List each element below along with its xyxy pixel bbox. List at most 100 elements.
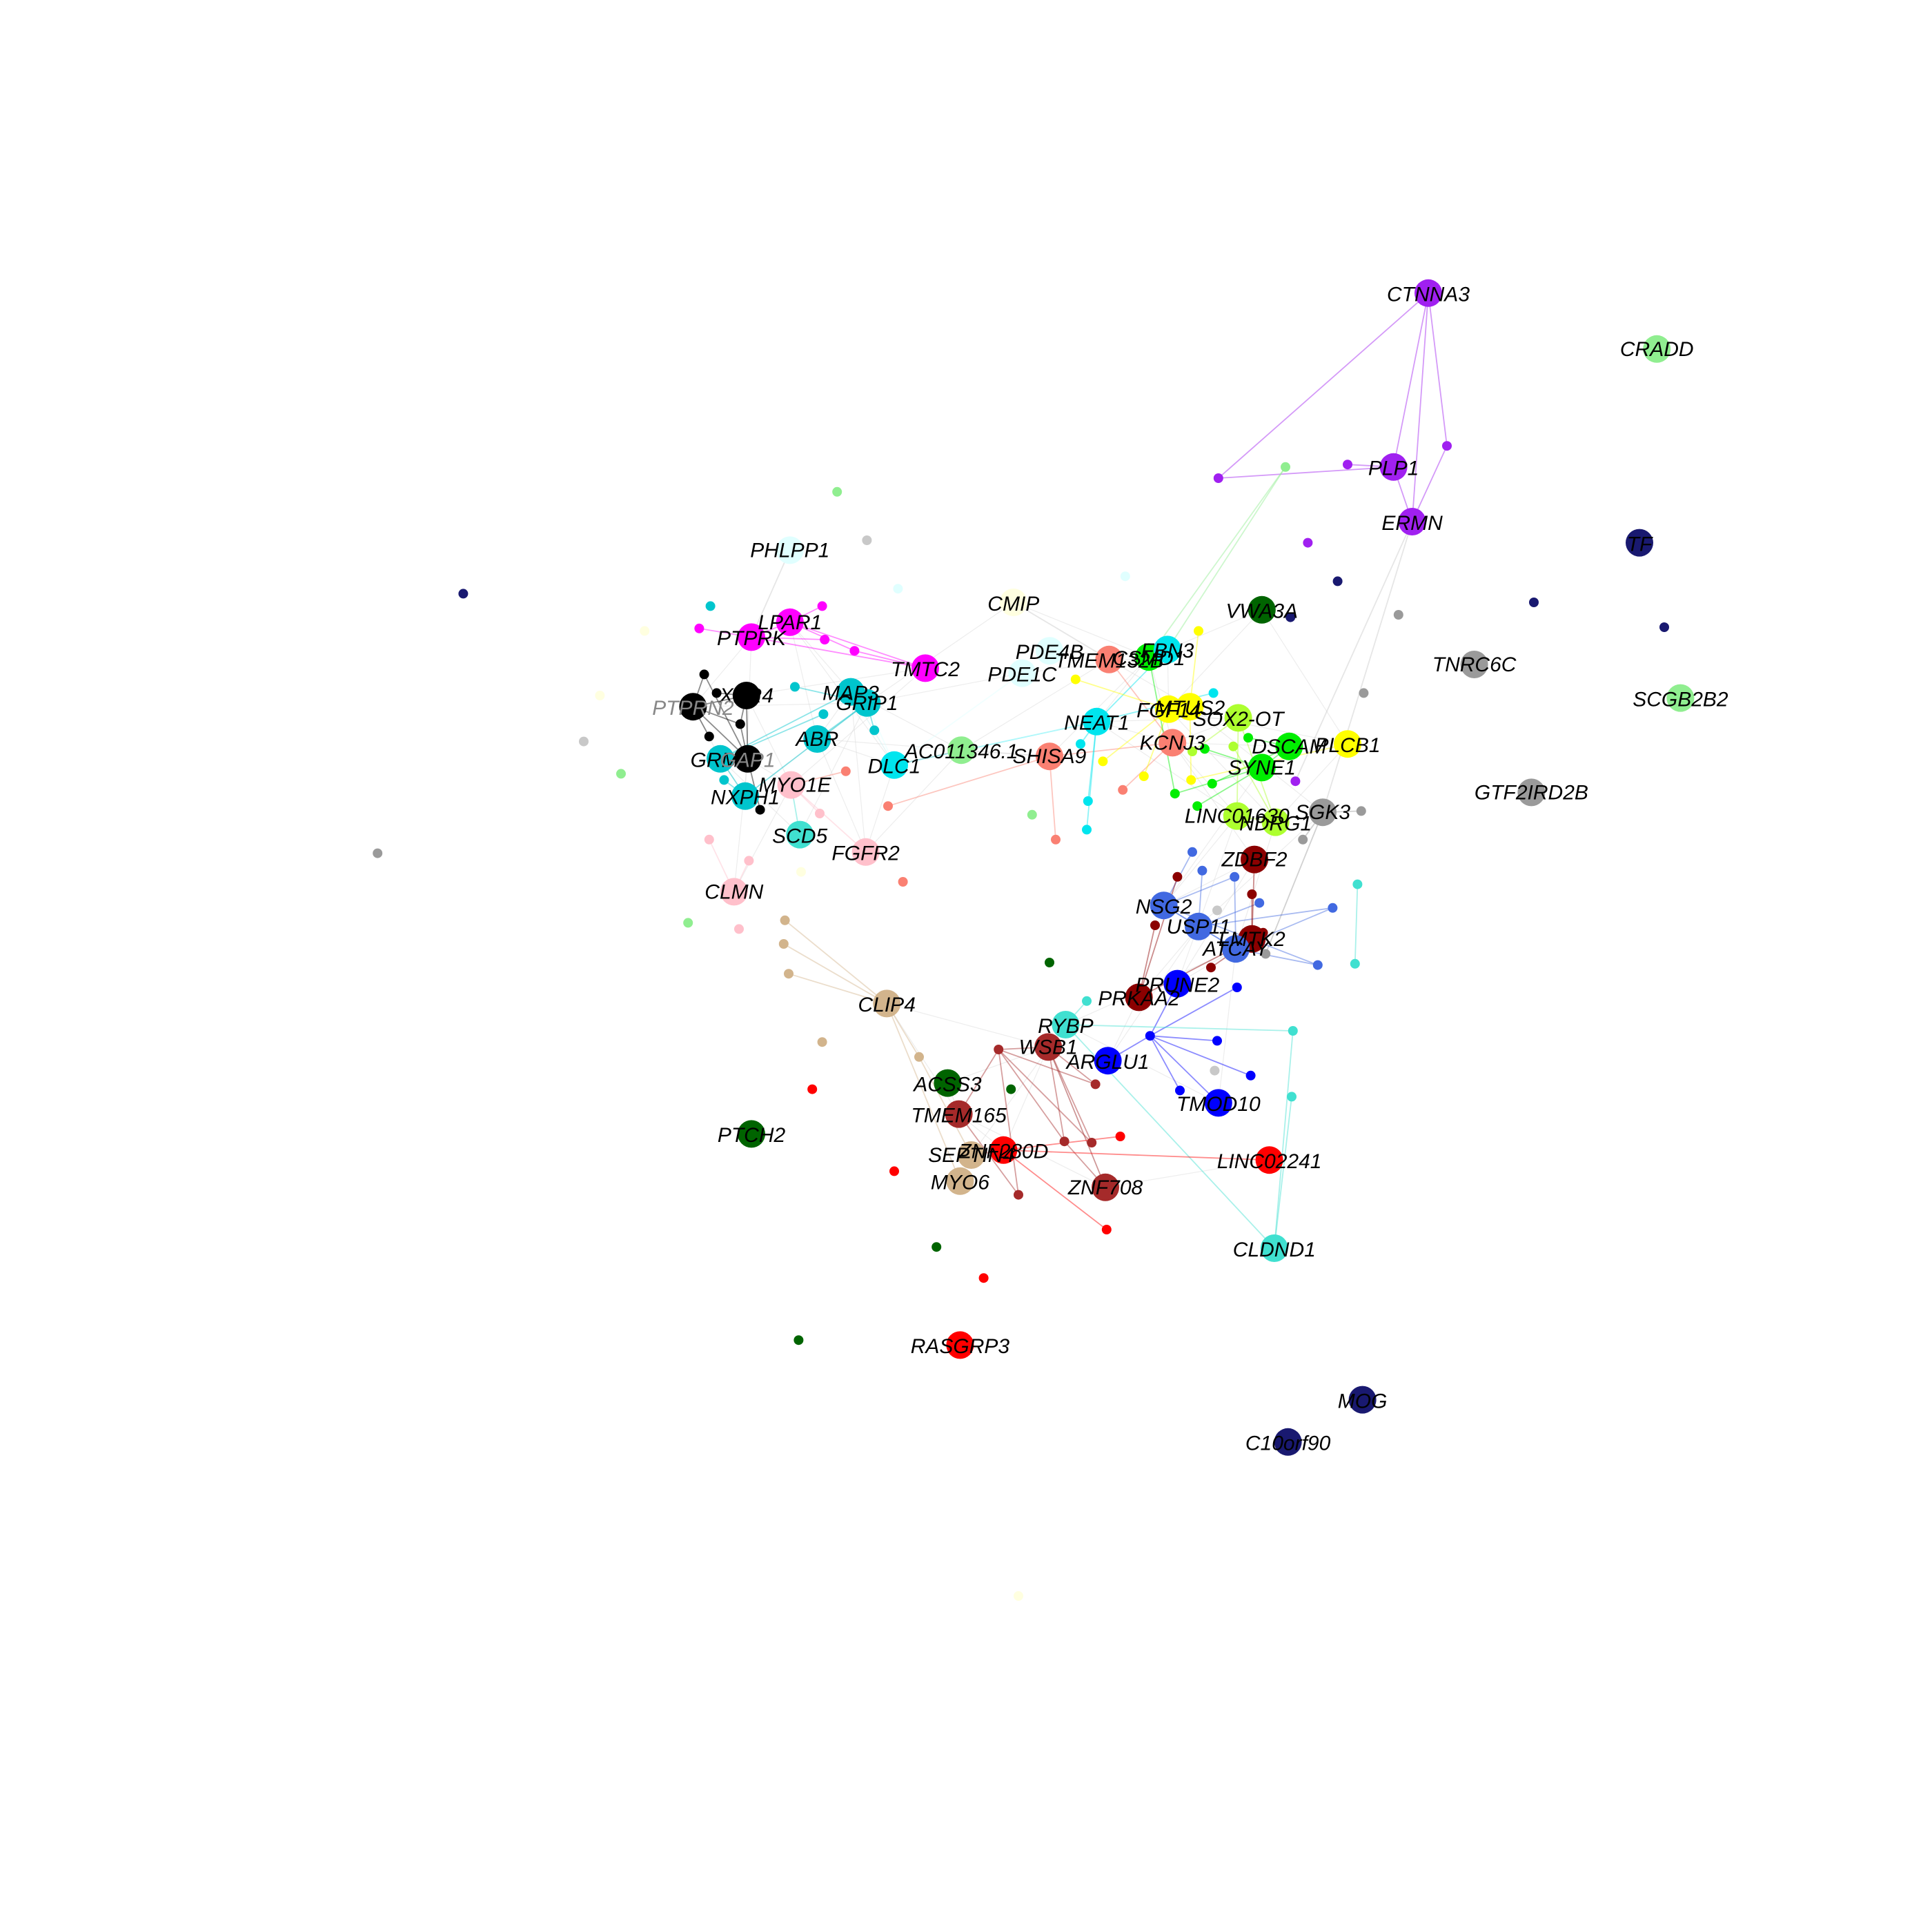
edge-turquoise (1065, 1024, 1293, 1032)
node-nsg2 (1150, 891, 1178, 920)
background-edge (1105, 1159, 1270, 1188)
satellite-node (1027, 809, 1037, 820)
node-ac011346-1 (947, 736, 976, 765)
satellite-node (1187, 747, 1197, 756)
label-nxph1: NXPH1 (711, 787, 780, 809)
background-edge (1096, 721, 1238, 817)
edge-red (1003, 1149, 1270, 1161)
node-acss3 (934, 1069, 962, 1097)
satellite-node (1288, 1026, 1298, 1036)
label-ndrg1: NDRG1 (1239, 812, 1312, 835)
label-ptprn2: PTPRN2 (652, 697, 734, 720)
label-myo6: MYO6 (931, 1172, 989, 1194)
satellite-node (840, 766, 851, 776)
edge-purple (1411, 445, 1448, 522)
background-edge (1022, 656, 1150, 674)
satellite-node (1232, 983, 1242, 992)
node-abr (803, 725, 831, 753)
satellite-node (1101, 1225, 1112, 1234)
edge-tan (886, 1003, 961, 1182)
satellite-node (1442, 441, 1452, 451)
edge-lightgreen (1167, 466, 1286, 650)
node-rybp (1052, 1011, 1080, 1038)
background-edge (867, 602, 1014, 704)
label-prkaa2: PRKAA2 (1098, 987, 1180, 1010)
node-myo6 (946, 1167, 974, 1195)
satellite-node (1228, 741, 1239, 751)
background-edge (791, 667, 926, 786)
label-pde1c: PDE1C (987, 663, 1056, 686)
label-dlc1: DLC1 (868, 756, 921, 778)
label-tmtc2: TMTC2 (891, 658, 960, 681)
node-plp1 (1379, 453, 1408, 481)
satellite-node (1303, 538, 1313, 548)
label-grm3: GRM3 (691, 749, 751, 772)
label-xkr4: XKR4 (719, 684, 773, 707)
satellite-node (1247, 889, 1257, 899)
background-edge (1235, 822, 1276, 949)
satellite-node (1059, 1136, 1070, 1147)
background-edge (1261, 609, 1348, 745)
satellite-node (1118, 785, 1128, 795)
satellite-node (1350, 958, 1360, 969)
satellite-node (616, 769, 626, 779)
satellite-node (699, 669, 709, 680)
node-neat1 (1083, 707, 1111, 736)
node-kcnj3 (1159, 729, 1187, 757)
edge-turquoise (1273, 1030, 1294, 1249)
edge-lightgrey (1013, 602, 1110, 660)
satellite-node (1120, 571, 1130, 582)
label-wsb1: WSB1 (1019, 1036, 1078, 1058)
satellite-node (914, 1052, 924, 1062)
label-znf280d: ZNF280D (958, 1141, 1048, 1163)
edge-blue (1150, 1035, 1181, 1091)
edge-purple (1428, 293, 1448, 446)
label-zdbf2: ZDBF2 (1221, 849, 1287, 871)
edge-lightcyan (894, 672, 1023, 766)
edge-green (1174, 767, 1263, 795)
satellite-node (1659, 622, 1669, 632)
label-fbn3: FBN3 (1141, 640, 1194, 662)
edge-turquoise (1273, 1096, 1292, 1249)
satellite-node (1290, 776, 1301, 787)
satellite-node (1194, 626, 1203, 636)
node-ctnna3 (1414, 279, 1442, 307)
satellite-node (1197, 865, 1208, 876)
satellite-node (640, 626, 650, 636)
label-tmod10: TMOD10 (1176, 1093, 1261, 1116)
edge-lightcyan (961, 720, 1097, 751)
label-tnrc6c: TNRC6C (1432, 653, 1517, 676)
node-mtus2 (1176, 693, 1204, 721)
satellite-node (1245, 1070, 1256, 1081)
label-mog: MOG (1338, 1390, 1388, 1412)
label-plcb1: PLCB1 (1314, 734, 1380, 757)
label-gtf2ird2b: GTF2IRD2B (1475, 781, 1588, 804)
edge-red (1003, 1150, 1107, 1230)
node-ptch2 (738, 1120, 765, 1148)
satellite-node (1230, 871, 1240, 882)
satellite-node (1076, 739, 1085, 749)
background-edge (817, 738, 962, 751)
background-edge (1107, 926, 1199, 1061)
satellite-node (790, 682, 800, 692)
node-arglu1 (1094, 1047, 1122, 1075)
edge-blue (1150, 1035, 1251, 1076)
background-edge (789, 622, 818, 740)
label-pde4b: PDE4B (1016, 641, 1083, 664)
satellite-node (1045, 958, 1054, 967)
background-edge (1163, 767, 1263, 906)
background-edge (947, 1046, 1049, 1084)
satellite-node (832, 486, 842, 497)
edge-blue (1150, 1035, 1219, 1104)
background-edge (1003, 1047, 1049, 1151)
node-tf (1626, 529, 1653, 557)
background-edge (1049, 656, 1150, 757)
node-layer (373, 279, 1695, 1601)
node-gap1 (733, 745, 762, 773)
label-lmtk2: LMTK2 (1219, 928, 1285, 951)
node-cradd (1643, 335, 1671, 363)
edge-lightgreen (1148, 466, 1286, 658)
node-sox2-ot (1224, 704, 1252, 732)
label-prune2: PRUNE2 (1136, 974, 1220, 996)
